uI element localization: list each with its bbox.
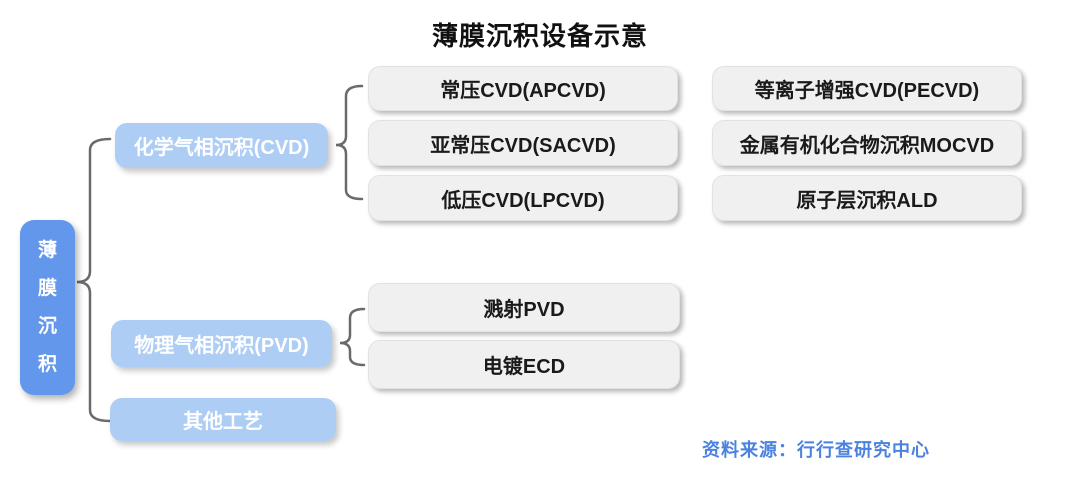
leaf-node-lpcvd: 低压CVD(LPCVD)	[368, 175, 678, 221]
data-source-note: 资料来源：行行查研究中心	[702, 440, 930, 460]
cvd-brace	[335, 84, 364, 201]
root-brace	[76, 137, 112, 423]
leaf-node-pecvd: 等离子增强CVD(PECVD)	[712, 66, 1022, 111]
diagram-title: 薄膜沉积设备示意	[431, 21, 648, 51]
branch-node-pvd: 物理气相沉积(PVD)	[111, 320, 332, 367]
leaf-node-ecd: 电镀ECD	[368, 340, 680, 389]
branch-node-cvd: 化学气相沉积(CVD)	[115, 123, 328, 168]
branch-node-other-process: 其他工艺	[110, 398, 336, 441]
leaf-node-sacvd: 亚常压CVD(SACVD)	[368, 120, 678, 166]
pvd-brace	[339, 307, 366, 367]
root-node-label: 薄膜沉积	[37, 239, 57, 375]
root-node-thin-film-deposition: 薄膜沉积	[20, 220, 75, 395]
leaf-node-sputtering-pvd: 溅射PVD	[368, 283, 680, 332]
leaf-node-apcvd: 常压CVD(APCVD)	[368, 66, 678, 111]
leaf-node-ald: 原子层沉积ALD	[712, 175, 1022, 221]
leaf-node-mocvd: 金属有机化合物沉积MOCVD	[712, 120, 1022, 166]
